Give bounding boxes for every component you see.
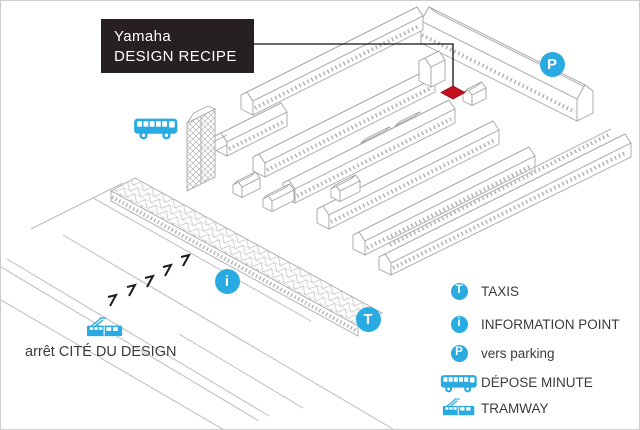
window-band xyxy=(392,150,628,270)
legend-label: TAXIS xyxy=(481,283,520,299)
legend-item-tramway: TRAMWAY xyxy=(440,397,549,419)
perimeter-wall xyxy=(388,128,612,241)
legend-label: DÉPOSE MINUTE xyxy=(481,374,593,390)
tall-gable-house xyxy=(418,50,487,107)
tram-stop-label: arrêt CITÉ DU DESIGN xyxy=(25,344,177,360)
taxi-circle-icon: T xyxy=(440,282,478,300)
info-point-icon: i xyxy=(214,268,240,294)
callout-leader-line xyxy=(254,43,454,89)
parking-glyph: P xyxy=(546,55,557,73)
red-diamond-marker xyxy=(440,85,466,100)
lattice-tower xyxy=(186,105,228,192)
parking-circle-icon: P xyxy=(440,344,478,362)
callout-yamaha: Yamaha DESIGN RECIPE xyxy=(101,19,254,73)
callout-line1: Yamaha xyxy=(114,28,172,45)
taxi-glyph: T xyxy=(455,284,463,297)
tram-icon xyxy=(440,398,478,418)
callout-line2: DESIGN RECIPE xyxy=(114,48,237,65)
info-glyph: i xyxy=(457,317,461,330)
colonnade-band xyxy=(389,132,611,247)
legend-item-taxis: T TAXIS xyxy=(440,280,519,302)
bus-icon xyxy=(134,118,178,140)
building-row-e xyxy=(316,120,500,230)
legend-label: INFORMATION POINT xyxy=(481,316,620,332)
parking-point-icon: P xyxy=(539,51,565,77)
taxi-glyph: T xyxy=(363,310,373,328)
window-band xyxy=(296,117,452,198)
info-glyph: i xyxy=(224,272,230,290)
hatched-walkway xyxy=(110,177,383,337)
legend-item-depose-minute: DÉPOSE MINUTE xyxy=(440,371,593,393)
parking-glyph: P xyxy=(455,346,463,359)
building-row-a xyxy=(240,6,424,116)
window-band xyxy=(228,120,284,151)
legend-label: vers parking xyxy=(481,345,555,361)
window-band xyxy=(421,33,576,114)
path-direction-arrows xyxy=(107,253,191,307)
tram-icon xyxy=(86,317,123,337)
building-row-d xyxy=(282,99,456,204)
legend-label: TRAMWAY xyxy=(481,400,549,416)
annex-houses xyxy=(232,171,361,213)
legend-item-information: i INFORMATION POINT xyxy=(440,313,620,335)
info-circle-icon: i xyxy=(440,315,478,333)
ground-roads xyxy=(1,182,394,429)
taxi-point-icon: T xyxy=(355,306,381,332)
bus-icon xyxy=(440,372,478,393)
legend-item-parking: P vers parking xyxy=(440,342,555,364)
